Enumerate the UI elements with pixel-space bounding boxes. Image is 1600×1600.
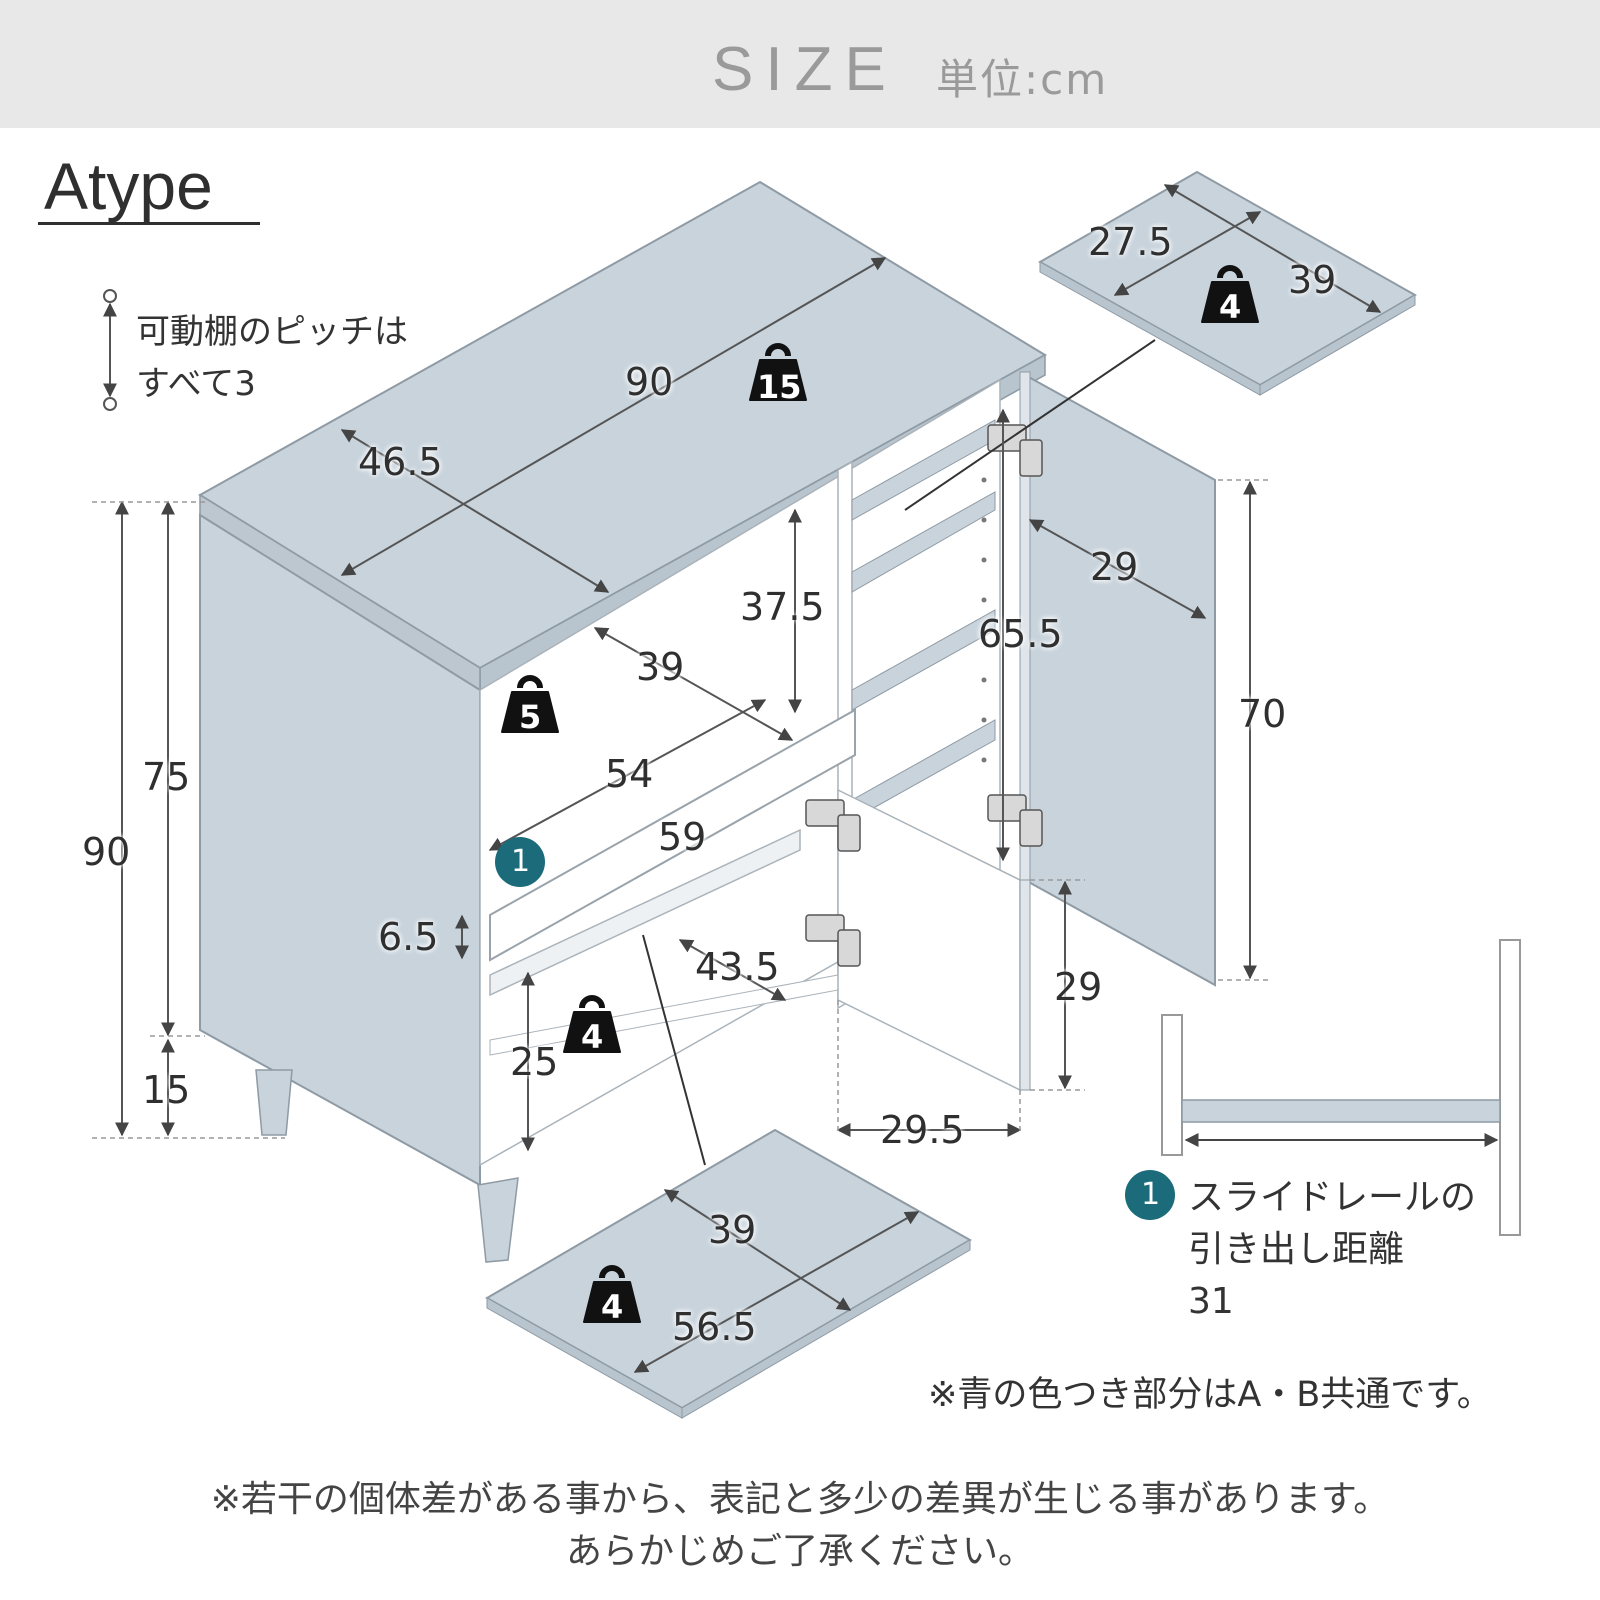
weight-value-left: 5 <box>519 698 542 736</box>
dim-left-open-depth: 39 <box>636 645 685 689</box>
rail-badge-number: 1 <box>1141 1177 1161 1212</box>
footer-line1: ※若干の個体差がある事から、表記と多少の差異が生じる事があります。 <box>210 1479 1390 1520</box>
weight-value-shelf: 4 <box>1219 288 1242 326</box>
size-title: SIZE <box>712 35 898 104</box>
footer-line2: あらかじめご了承ください。 <box>565 1531 1034 1572</box>
rail-badge-icon <box>1125 1170 1175 1220</box>
dim-total-height: 90 <box>82 830 131 874</box>
weight-value-top: 15 <box>757 368 802 406</box>
unit-label: 単位:cm <box>936 55 1109 104</box>
rail-badge-icon <box>495 837 545 887</box>
pitch-arrow-icon <box>103 289 117 411</box>
dim-leg-height: 15 <box>142 1068 191 1112</box>
rail-note-line3: 31 <box>1188 1281 1234 1322</box>
pitch-note-line1: 可動棚のピッチは <box>136 312 408 352</box>
weight-value-lower: 4 <box>581 1018 604 1056</box>
dim-inner-43-5: 43.5 <box>695 945 780 989</box>
slide-rail-note: スライドレールの 引き出し距離 31 <box>1188 1172 1476 1328</box>
dim-top-depth: 46.5 <box>358 440 443 484</box>
dim-lower-door-h: 29 <box>1054 965 1103 1009</box>
dim-body-height: 75 <box>142 755 191 799</box>
dim-door-height: 70 <box>1238 692 1287 736</box>
dim-lower-door-w: 29.5 <box>880 1108 965 1152</box>
dim-bottom-board-w: 56.5 <box>672 1305 757 1349</box>
slide-rail-illustration <box>1161 939 1521 1236</box>
bottom-board <box>484 1128 973 1410</box>
dim-drawer-front-h: 6.5 <box>378 915 439 959</box>
dim-shelf-depth: 27.5 <box>1088 220 1173 264</box>
dim-left-open-height: 37.5 <box>740 585 825 629</box>
type-heading: Atype <box>44 149 213 223</box>
rail-note-line1: スライドレールの <box>1188 1177 1477 1218</box>
rail-note-line2: 引き出し距離 <box>1188 1229 1405 1270</box>
pitch-note-line2: すべて3 <box>136 364 256 404</box>
dim-bottom-board-d: 39 <box>708 1208 757 1252</box>
dim-lower-25: 25 <box>510 1040 559 1084</box>
upper-door <box>1024 373 1216 987</box>
dim-shelf-width: 39 <box>1288 258 1337 302</box>
leg-front <box>477 1177 519 1263</box>
weight-value-board: 4 <box>601 1288 624 1326</box>
dim-door-width: 29 <box>1090 545 1139 589</box>
header-bar <box>0 0 1600 128</box>
rail-badge-number: 1 <box>511 844 531 879</box>
dim-slide-54: 54 <box>605 752 654 796</box>
pitch-note: 可動棚のピッチは すべて3 <box>136 306 408 410</box>
leg-left <box>255 1069 293 1136</box>
dim-drawer-59: 59 <box>658 815 707 859</box>
dim-top-width: 90 <box>625 360 674 404</box>
common-parts-note: ※青の色つき部分はA・B共通です。 <box>928 1375 1492 1415</box>
type-underline <box>38 222 260 225</box>
shelf-board <box>1037 170 1418 387</box>
dim-cabinet-inner-h: 65.5 <box>978 612 1063 656</box>
